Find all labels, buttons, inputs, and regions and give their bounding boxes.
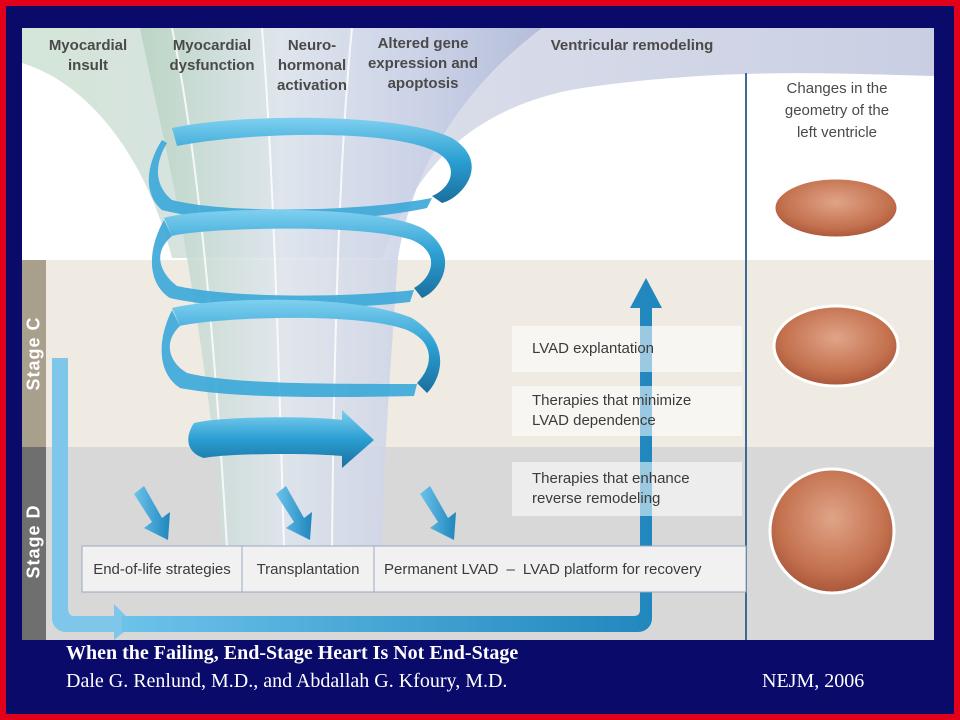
lvad-cell: Permanent LVAD – LVAD platform for recov…: [374, 546, 746, 592]
figure-graphics: [22, 28, 934, 640]
lvad-platform-for-recovery: LVAD platform for recovery: [522, 560, 702, 578]
ventricle-circle-3: [768, 467, 896, 595]
permanent-lvad: Permanent LVAD: [384, 560, 499, 578]
col-altered-gene-expression: Altered gene expression and apoptosis: [367, 35, 479, 92]
minimize-lvad-dependence-box: Therapies that minimize LVAD dependence: [512, 386, 742, 436]
col-myocardial-insult: Myocardial insult: [48, 37, 128, 74]
right-header: Changes in the geometry of the left vent…: [784, 80, 890, 141]
col-myocardial-dysfunction: Myocardial dysfunction: [169, 37, 255, 74]
down-arrows: [134, 486, 456, 540]
enhance-reverse-remodeling-box: Therapies that enhance reverse remodelin…: [512, 462, 742, 516]
return-arrow: [52, 278, 662, 640]
lvad-dash: –: [506, 560, 515, 578]
stage-c-label: Stage C: [23, 316, 44, 391]
ventricle-ellipse-1: [772, 176, 900, 240]
caption-journal: NEJM, 2006: [762, 670, 865, 692]
stage-d-strip: [22, 447, 46, 640]
funnel: [140, 28, 542, 548]
ventricle-ellipse-2: [772, 304, 900, 388]
end-of-life-strategies: End-of-life strategies: [93, 560, 231, 578]
lvad-explantation-box: LVAD explantation: [512, 326, 742, 372]
bottom-row-frame: [81, 545, 747, 593]
caption-title: When the Failing, End-Stage Heart Is Not…: [66, 642, 519, 664]
figure: Myocardial insult Myocardial dysfunction…: [22, 28, 934, 640]
col-neurohormonal-activation: Neuro- hormonal activation: [276, 37, 348, 94]
slide: Myocardial insult Myocardial dysfunction…: [6, 6, 954, 714]
transplantation: Transplantation: [256, 560, 360, 578]
stage-d-label: Stage D: [23, 504, 44, 579]
spiral-ribbons: [148, 117, 472, 468]
stage-c-strip: [22, 260, 46, 447]
col-ventricular-remodeling: Ventricular remodeling: [550, 37, 714, 54]
caption-authors: Dale G. Renlund, M.D., and Abdallah G. K…: [66, 670, 508, 692]
